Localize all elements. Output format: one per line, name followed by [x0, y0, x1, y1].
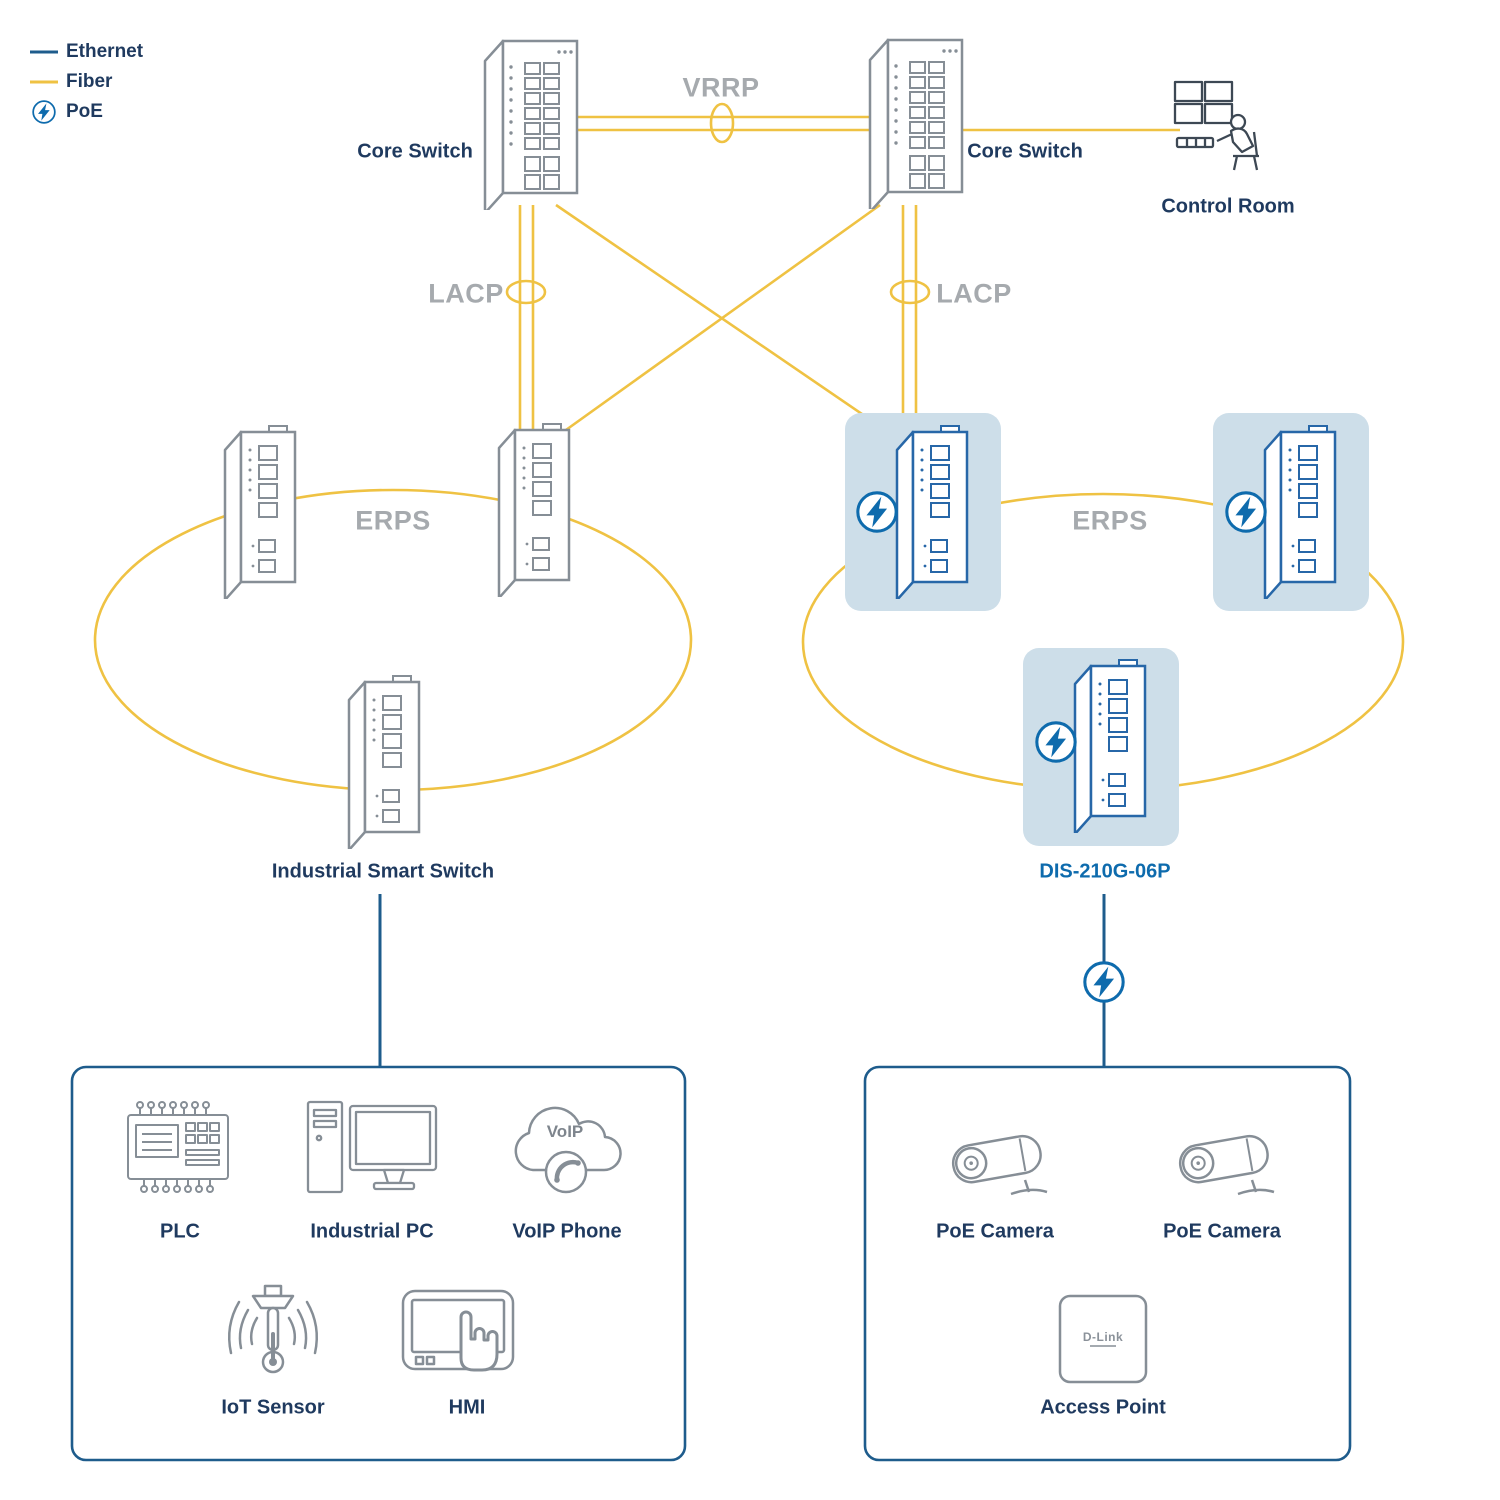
cross-link-right-to-left — [544, 203, 881, 447]
poe-camera-1-icon — [949, 1132, 1049, 1196]
dis-switch-3-icon — [1073, 658, 1147, 833]
ethernet-links — [378, 894, 1106, 1067]
dis-switch-1-icon — [895, 424, 969, 599]
access-point-icon — [1058, 1294, 1148, 1384]
poe-camera-2-icon — [1176, 1132, 1276, 1196]
lacp-left-coil — [505, 279, 547, 305]
voip-cloud-icon — [514, 1106, 622, 1194]
cross-link-left-to-right — [555, 203, 901, 442]
poe-icon-dis-3 — [1035, 721, 1077, 763]
legend-swatches — [30, 50, 58, 124]
industrial-smart-switch-icon — [347, 674, 421, 849]
vrrp-aggregation-coil — [709, 102, 735, 144]
control-room-icon — [1173, 80, 1259, 171]
signal-waves — [228, 1300, 318, 1355]
dis-switch-2-icon — [1263, 424, 1337, 599]
poe-icon-dis-2 — [1225, 491, 1267, 533]
plc-icon — [127, 1101, 229, 1193]
erps-left-switch-2-icon — [497, 422, 571, 597]
hmi-icon — [401, 1289, 515, 1372]
poe-icon-dis-1 — [856, 491, 898, 533]
right-device-group-box — [863, 1065, 1352, 1462]
industrial-pc-icon — [306, 1100, 438, 1194]
handset-circle — [544, 1150, 588, 1194]
poe-icon-link — [1083, 961, 1125, 1003]
core-switch-right-icon — [868, 38, 964, 209]
left-device-group-box — [70, 1065, 687, 1462]
iot-sensor-icon — [228, 1284, 318, 1374]
lacp-right-coil — [889, 279, 931, 305]
core-switch-left-icon — [483, 39, 579, 210]
device-group-boxes — [70, 1065, 1352, 1462]
erps-left-switch-1-icon — [223, 424, 297, 599]
pointer-hand-icon — [459, 1310, 499, 1372]
phone-handset-icon — [554, 1159, 581, 1183]
poe-icon-legend — [32, 100, 56, 124]
